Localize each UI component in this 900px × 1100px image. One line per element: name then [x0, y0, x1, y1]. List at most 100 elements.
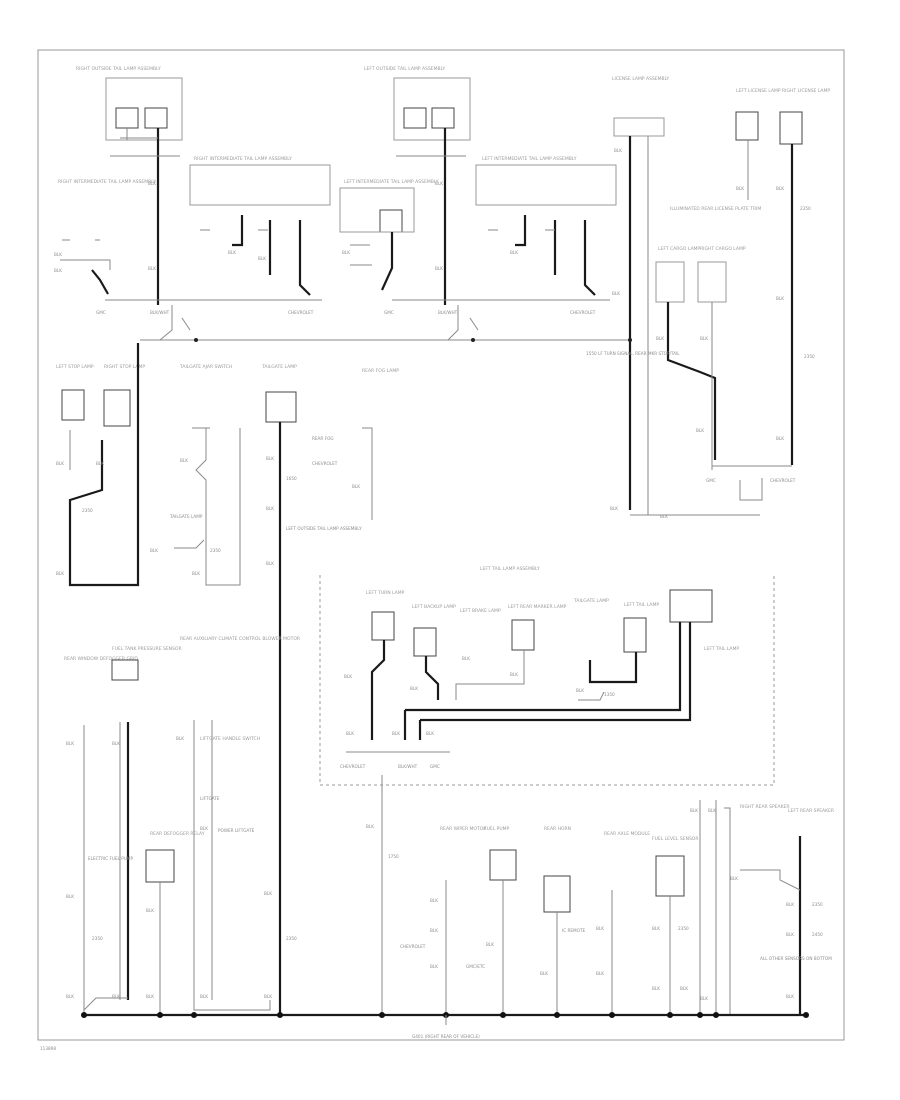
- section-left-tail-assembly: LEFT TAIL LAMP ASSEMBLY LEFT TURN LAMP L…: [340, 566, 739, 1015]
- label-tailgate-switch: TAILGATE AJAR SWITCH: [179, 364, 232, 370]
- label-liftgate-switch: LIFTGATE HANDLE SWITCH: [200, 736, 260, 742]
- svg-text:CHEVROLET: CHEVROLET: [770, 478, 796, 483]
- label-lt-inside-tail: LEFT INTERMEDIATE TAIL LAMP ASSEMBLY: [482, 156, 577, 162]
- svg-text:BLK: BLK: [690, 808, 698, 813]
- svg-text:TAILGATE LAMP: TAILGATE LAMP: [573, 598, 609, 604]
- svg-text:LEFT BACKUP LAMP: LEFT BACKUP LAMP: [412, 604, 456, 610]
- svg-text:BLK/WHT: BLK/WHT: [398, 764, 418, 769]
- svg-text:BLK: BLK: [264, 994, 272, 999]
- svg-text:ALL OTHER SENSORS ON BOTTOM: ALL OTHER SENSORS ON BOTTOM: [760, 956, 832, 961]
- label-rear-horn: REAR HORN: [544, 826, 571, 832]
- svg-text:BLK: BLK: [54, 252, 62, 257]
- section-right-outside-tail: RIGHT OUTSIDE TAIL LAMP ASSEMBLY BLK BLK…: [54, 66, 331, 341]
- svg-text:BLK: BLK: [540, 971, 548, 976]
- svg-text:GMC: GMC: [96, 310, 106, 315]
- svg-text:BLK: BLK: [112, 741, 120, 746]
- svg-text:BLK: BLK: [200, 994, 208, 999]
- label-illuminated-rear: ILLUMINATED REAR LICENSE PLATE TRIM: [670, 206, 761, 212]
- svg-text:2350: 2350: [210, 548, 221, 553]
- svg-text:BLK: BLK: [228, 250, 236, 255]
- lamp-box: [115, 107, 139, 129]
- svg-text:BLK: BLK: [112, 994, 120, 999]
- section-speakers: RIGHT REAR SPEAKER LEFT REAR SPEAKER BLK…: [724, 804, 834, 1015]
- svg-text:BLK: BLK: [776, 296, 784, 301]
- svg-text:BLK: BLK: [730, 876, 738, 881]
- label-fuel-tank-pressure: FUEL TANK PRESSURE SENSOR: [112, 646, 182, 652]
- section-bottom-sensors: REAR WIPER MOTOR BLK BLK CHEVROLET GMC/E…: [400, 800, 717, 1015]
- svg-text:GMC: GMC: [384, 310, 394, 315]
- label-left-license: LEFT LICENSE LAMP: [736, 88, 781, 94]
- svg-text:CHEVROLET: CHEVROLET: [288, 310, 314, 315]
- label-rt-inside-tail: RIGHT INTERMEDIATE TAIL LAMP ASSEMBLY: [58, 179, 156, 185]
- section-tailgate-fog: TAILGATE LAMP BLK 1650 BLK LEFT OUTSIDE …: [261, 364, 399, 1015]
- svg-text:BLK: BLK: [430, 928, 438, 933]
- svg-text:BLK: BLK: [610, 506, 618, 511]
- svg-text:BLK: BLK: [430, 964, 438, 969]
- svg-text:BLK: BLK: [614, 148, 622, 153]
- label-right-stop: RIGHT STOP LAMP: [104, 364, 145, 370]
- svg-text:BLK: BLK: [54, 268, 62, 273]
- svg-text:BLK: BLK: [264, 891, 272, 896]
- svg-text:GMC/ETC: GMC/ETC: [466, 964, 485, 969]
- svg-text:BLK: BLK: [176, 736, 184, 741]
- svg-text:BLK: BLK: [148, 266, 156, 271]
- svg-text:2350: 2350: [82, 508, 93, 513]
- label-fuel-level-sensor: FUEL LEVEL SENSOR: [652, 836, 698, 842]
- svg-text:IC REMOTE: IC REMOTE: [562, 928, 586, 933]
- label-left-tail-lamp: LEFT TAIL LAMP: [704, 646, 739, 652]
- svg-text:REAR AUXILIARY CLIMATE CONTROL: REAR AUXILIARY CLIMATE CONTROL BLOWER MO…: [180, 636, 300, 642]
- svg-text:1750: 1750: [388, 854, 399, 859]
- svg-text:2350: 2350: [800, 206, 811, 211]
- svg-text:POWER LIFTGATE: POWER LIFTGATE: [218, 828, 255, 833]
- svg-text:BLK: BLK: [366, 824, 374, 829]
- label-right-speaker: RIGHT REAR SPEAKER: [740, 804, 790, 810]
- svg-text:BLK: BLK: [596, 926, 604, 931]
- svg-text:BLK: BLK: [736, 186, 744, 191]
- svg-text:BLK: BLK: [392, 731, 400, 736]
- svg-text:BLK: BLK: [576, 688, 584, 693]
- section-license: LICENSE LAMP ASSEMBLY BLK BLK BLK LEFT L…: [586, 76, 830, 519]
- svg-text:BLK: BLK: [680, 986, 688, 991]
- label-right-license: RIGHT LICENSE LAMP: [782, 88, 830, 94]
- svg-text:LEFT OUTSIDE TAIL LAMP ASSEMBL: LEFT OUTSIDE TAIL LAMP ASSEMBLY: [286, 526, 362, 531]
- svg-text:BLK: BLK: [342, 250, 350, 255]
- section-left-outside-tail: LEFT OUTSIDE TAIL LAMP ASSEMBLY BLK BLK …: [339, 66, 617, 341]
- svg-text:BLK: BLK: [410, 686, 418, 691]
- svg-text:BLK: BLK: [708, 808, 716, 813]
- svg-text:BLK: BLK: [180, 458, 188, 463]
- svg-text:BLK: BLK: [148, 181, 156, 186]
- svg-text:BLK: BLK: [660, 514, 668, 519]
- svg-text:BLK: BLK: [700, 336, 708, 341]
- svg-text:BLK: BLK: [652, 986, 660, 991]
- svg-text:1550 LF TURN SIGNAL, REAR MKR: 1550 LF TURN SIGNAL, REAR MKR STOP/TAIL: [586, 351, 680, 356]
- svg-text:BLK: BLK: [150, 548, 158, 553]
- ground-label: G401 (RIGHT REAR OF VEHICLE): [412, 1034, 480, 1039]
- svg-text:BLK: BLK: [96, 461, 104, 466]
- svg-text:BLK: BLK: [146, 908, 154, 913]
- label-defogger-grid: REAR WINDOW DEFOGGER GRID: [64, 656, 138, 662]
- svg-text:LIFTGATE: LIFTGATE: [200, 796, 220, 801]
- svg-text:REAR FOG: REAR FOG: [312, 436, 334, 441]
- svg-text:BLK: BLK: [192, 571, 200, 576]
- svg-text:BLK/WHT: BLK/WHT: [438, 310, 458, 315]
- svg-text:LEFT TURN LAMP: LEFT TURN LAMP: [366, 590, 405, 596]
- label-lt-outside-tail: LEFT OUTSIDE TAIL LAMP ASSEMBLY: [364, 66, 446, 72]
- svg-text:2350: 2350: [804, 354, 815, 359]
- svg-text:CHEVROLET: CHEVROLET: [312, 461, 338, 466]
- svg-text:BLK: BLK: [596, 971, 604, 976]
- svg-text:BLK: BLK: [426, 731, 434, 736]
- svg-text:2350: 2350: [286, 936, 297, 941]
- svg-text:BLK/WHT: BLK/WHT: [150, 310, 170, 315]
- svg-text:BLK: BLK: [146, 994, 154, 999]
- svg-text:BLK: BLK: [66, 994, 74, 999]
- svg-text:LEFT REAR MARKER LAMP: LEFT REAR MARKER LAMP: [508, 604, 567, 610]
- svg-text:BLK: BLK: [435, 266, 443, 271]
- svg-text:BLK: BLK: [786, 902, 794, 907]
- svg-text:BLK: BLK: [786, 932, 794, 937]
- svg-text:2350: 2350: [92, 936, 103, 941]
- label-fuel-pump: FUEL PUMP: [484, 826, 510, 832]
- label-rt-outside-tail: RIGHT OUTSIDE TAIL LAMP ASSEMBLY: [76, 66, 161, 72]
- svg-text:1650: 1650: [286, 476, 297, 481]
- svg-text:LEFT TAIL LAMP: LEFT TAIL LAMP: [624, 602, 659, 608]
